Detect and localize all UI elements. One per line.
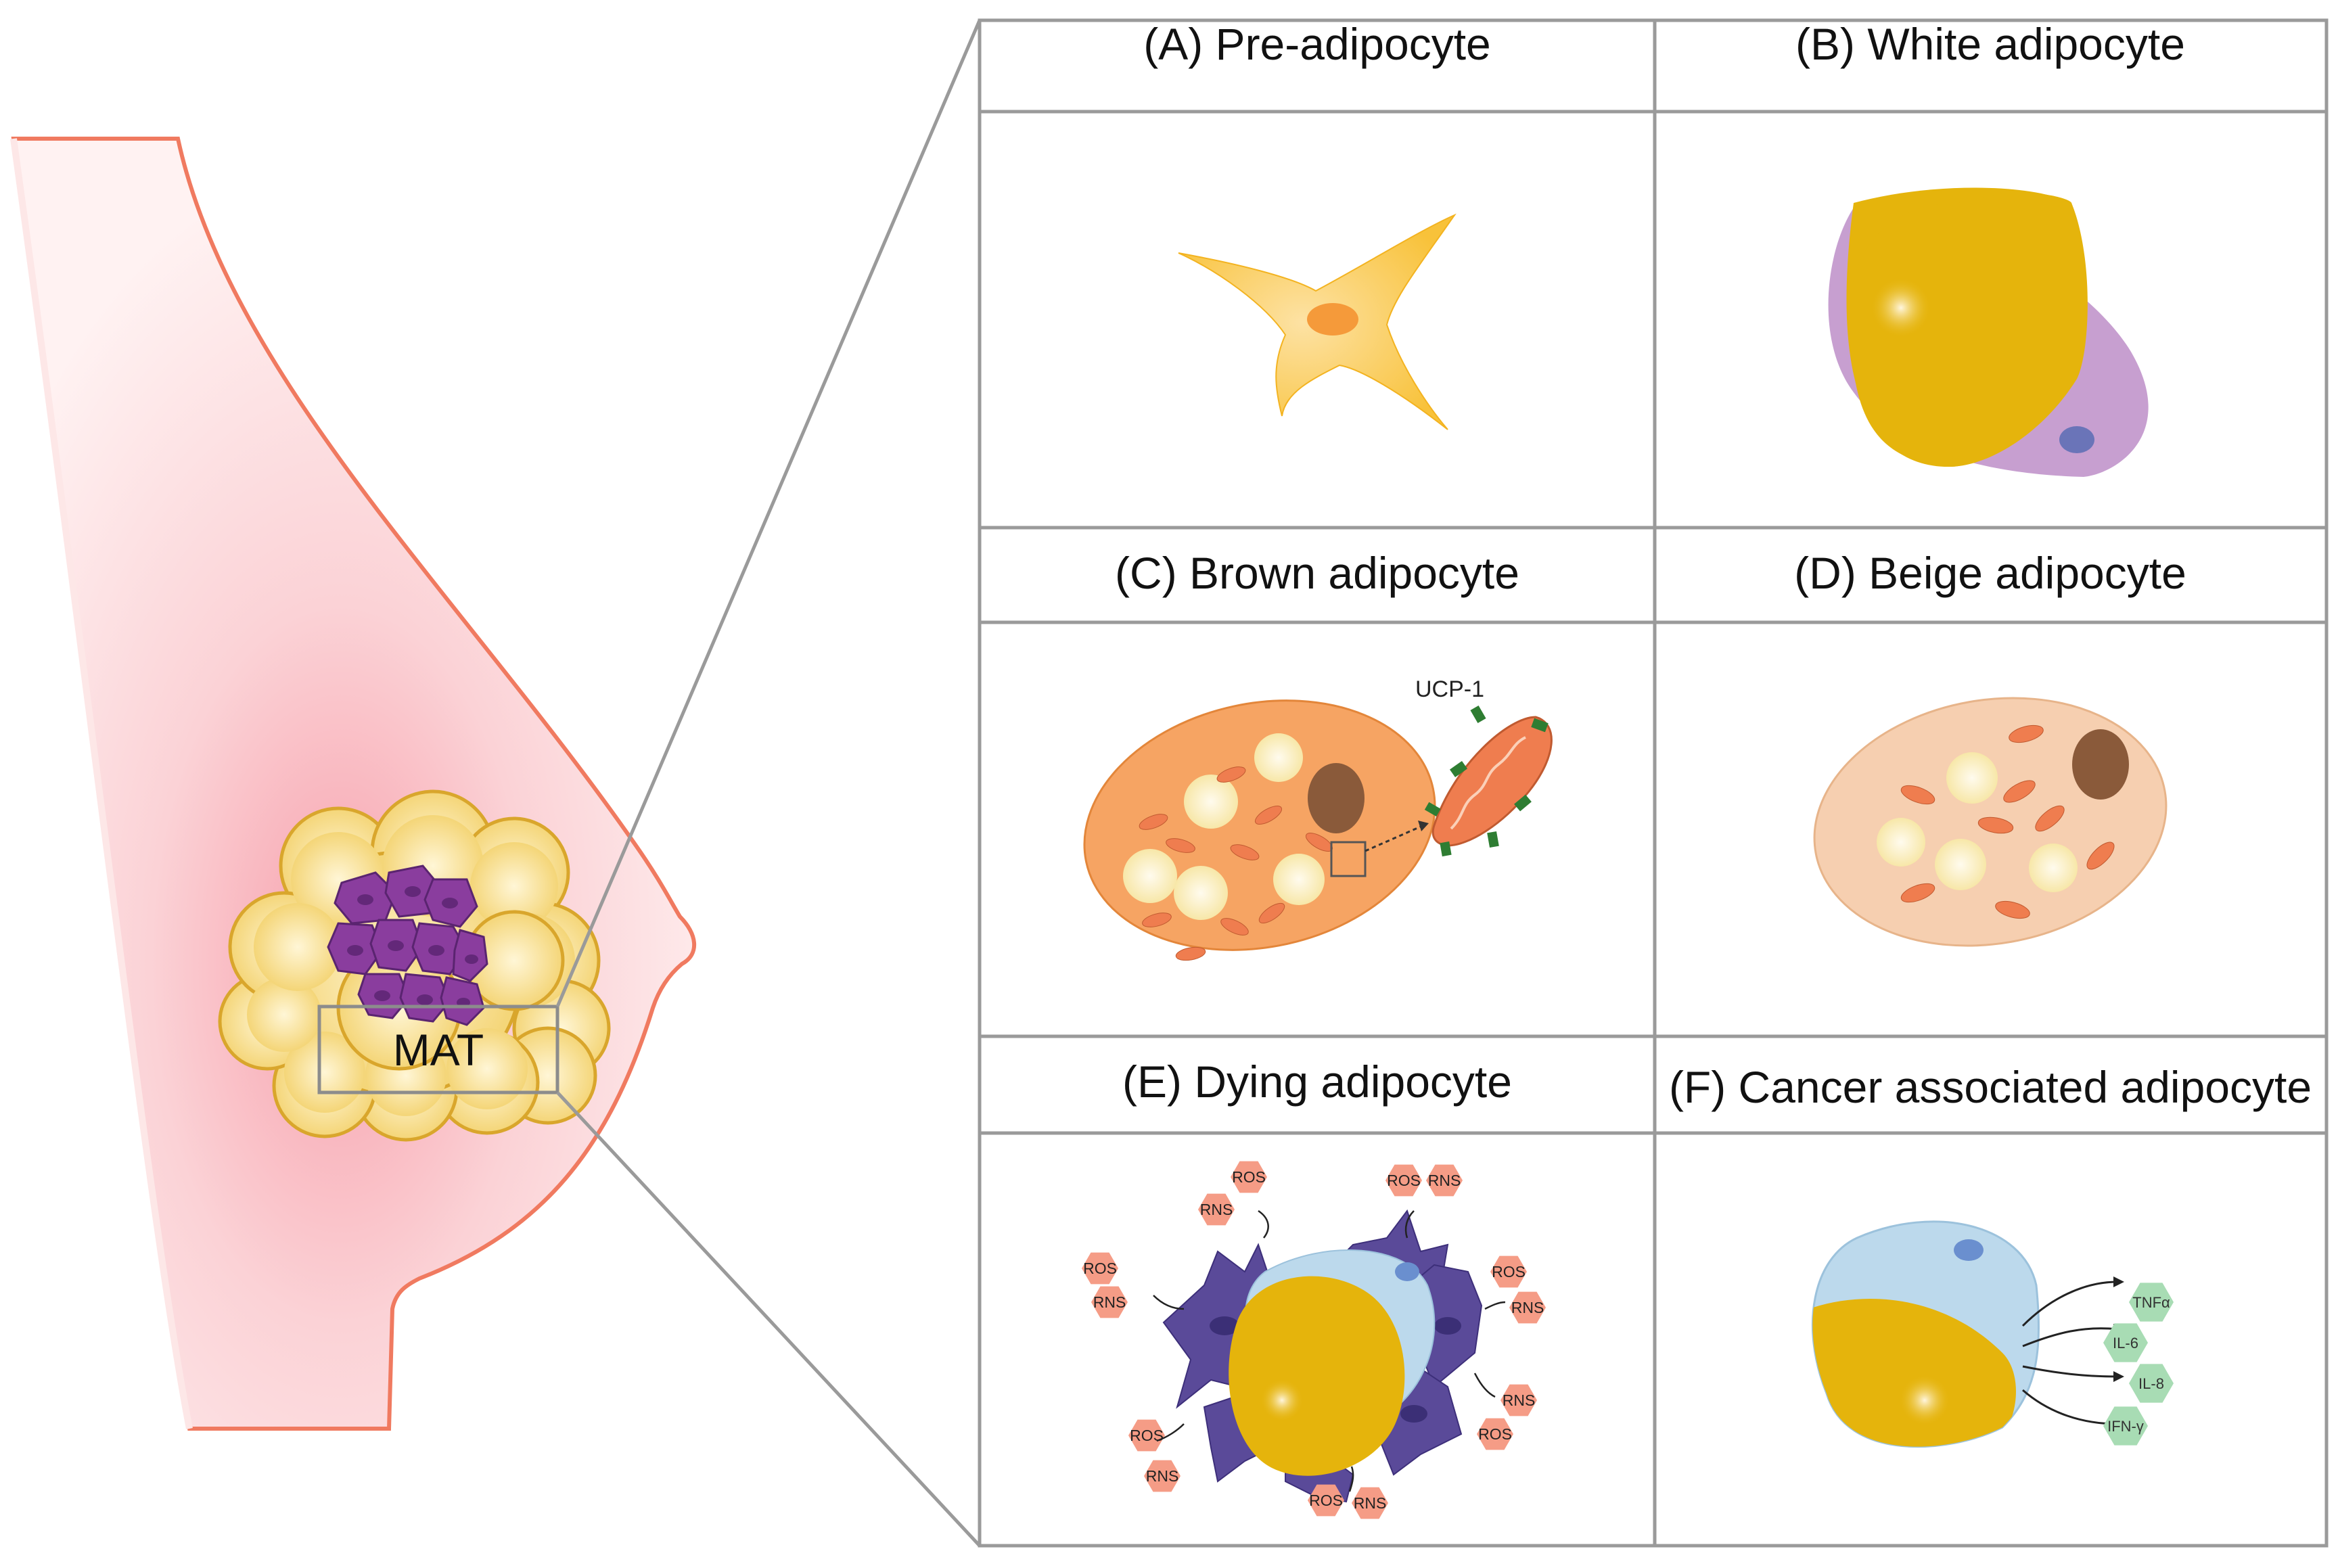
ros-tag-9-label: ROS bbox=[1478, 1425, 1512, 1443]
ros-tag-4-hexagon bbox=[1082, 1252, 1118, 1285]
mat-label: MAT bbox=[393, 1025, 484, 1075]
breast-illustration: MAT bbox=[10, 137, 696, 1431]
white-adipocyte-nucleus bbox=[2059, 426, 2094, 453]
dying-adipocyte bbox=[1162, 1209, 1483, 1503]
cytokine-1-hexagon bbox=[2103, 1323, 2148, 1362]
cytokine-2-hexagon bbox=[2129, 1364, 2174, 1403]
ros-tag-10-label: ROS bbox=[1130, 1427, 1164, 1444]
dying-lipid-droplet bbox=[1229, 1276, 1405, 1476]
ros-tag-6-label: ROS bbox=[1492, 1263, 1526, 1281]
panel-e-title: (E) Dying adipocyte bbox=[1122, 1057, 1512, 1107]
rns-tag-13-hexagon bbox=[1352, 1487, 1388, 1519]
rns-tag-1-hexagon bbox=[1198, 1193, 1235, 1226]
rns-tag-3-label: RNS bbox=[1428, 1172, 1461, 1189]
rns-tag-7-hexagon bbox=[1509, 1291, 1546, 1324]
beige-mitochondria bbox=[1900, 724, 2115, 919]
mat-box bbox=[317, 1005, 559, 1094]
ros-tag-10-hexagon bbox=[1128, 1419, 1165, 1452]
ros-rns-tags: ROS RNS ROS RNS ROS RNS ROS RNS RNS ROS ROS RNS ROS R… bbox=[1082, 1161, 1546, 1519]
rns-tag-1-label: RNS bbox=[1200, 1201, 1233, 1218]
rns-tag-13-label: RNS bbox=[1354, 1494, 1387, 1512]
brown-nucleus bbox=[1308, 763, 1365, 833]
cytokine-0-hexagon bbox=[2129, 1283, 2174, 1322]
brown-adipocyte-cell bbox=[1083, 699, 1436, 961]
rns-tag-5-label: RNS bbox=[1093, 1293, 1126, 1311]
ros-tag-12-hexagon bbox=[1308, 1484, 1344, 1517]
cytokine-3-label: IFN-γ bbox=[2107, 1418, 2144, 1435]
ros-tag-0-label: ROS bbox=[1232, 1168, 1266, 1186]
zoom-square bbox=[1330, 841, 1367, 877]
cytokine-1-label: IL-6 bbox=[2113, 1335, 2138, 1352]
cytokine-3-hexagon bbox=[2103, 1406, 2148, 1446]
zoom-arrow bbox=[1365, 825, 1421, 852]
ros-tag-0-hexagon bbox=[1231, 1161, 1267, 1193]
panel-d-title: (D) Beige adipocyte bbox=[1794, 548, 2186, 598]
panel-a-title: (A) Pre-adipocyte bbox=[1143, 19, 1491, 69]
cytokine-0-label: TNFα bbox=[2132, 1294, 2170, 1311]
ros-tag-2-hexagon bbox=[1385, 1164, 1422, 1197]
pre-adipocyte-nucleus bbox=[1307, 303, 1358, 336]
white-adipocyte-cell bbox=[1828, 187, 2149, 477]
rns-tag-5-hexagon bbox=[1091, 1286, 1128, 1318]
cytokine-2-label: IL-8 bbox=[2138, 1375, 2164, 1392]
rns-tag-7-label: RNS bbox=[1511, 1299, 1544, 1316]
pre-adipocyte-cell bbox=[1178, 213, 1457, 430]
brown-lipid-droplets bbox=[1123, 733, 1325, 920]
rns-tag-3-hexagon bbox=[1426, 1164, 1463, 1197]
ros-tag-6-hexagon bbox=[1490, 1255, 1527, 1288]
ros-tag-2-label: ROS bbox=[1387, 1172, 1421, 1189]
ros-tag-9-hexagon bbox=[1477, 1418, 1513, 1450]
rns-tag-11-hexagon bbox=[1144, 1460, 1181, 1492]
caa-nucleus bbox=[1954, 1239, 1984, 1261]
rns-tag-8-label: RNS bbox=[1503, 1391, 1536, 1409]
panel-b-title: (B) White adipocyte bbox=[1795, 19, 2185, 69]
rns-tag-8-hexagon bbox=[1500, 1384, 1537, 1416]
ucp1-channels bbox=[1424, 705, 1549, 857]
brown-mitochondria bbox=[1139, 766, 1333, 961]
ucp1-label: UCP-1 bbox=[1415, 676, 1484, 702]
release-arrows bbox=[1153, 1209, 1506, 1492]
beige-adipocyte-cell bbox=[1813, 697, 2168, 947]
panel-f-title: (F) Cancer associated adipocyte bbox=[1669, 1062, 2312, 1112]
cancer-associated-adipocyte bbox=[1811, 1220, 2124, 1448]
panel-grid bbox=[978, 18, 2329, 1548]
ros-tag-4-label: ROS bbox=[1083, 1260, 1117, 1277]
ros-tag-12-label: ROS bbox=[1309, 1492, 1343, 1509]
mitochondrion-zoom: UCP-1 bbox=[1415, 676, 1553, 857]
zoom-connectors bbox=[555, 20, 982, 1547]
breast-outline bbox=[11, 137, 696, 1431]
beige-lipid-droplets bbox=[1877, 752, 2078, 892]
panel-c-title: (C) Brown adipocyte bbox=[1115, 548, 1519, 598]
rns-tag-11-label: RNS bbox=[1146, 1467, 1179, 1485]
beige-nucleus bbox=[2072, 729, 2129, 800]
